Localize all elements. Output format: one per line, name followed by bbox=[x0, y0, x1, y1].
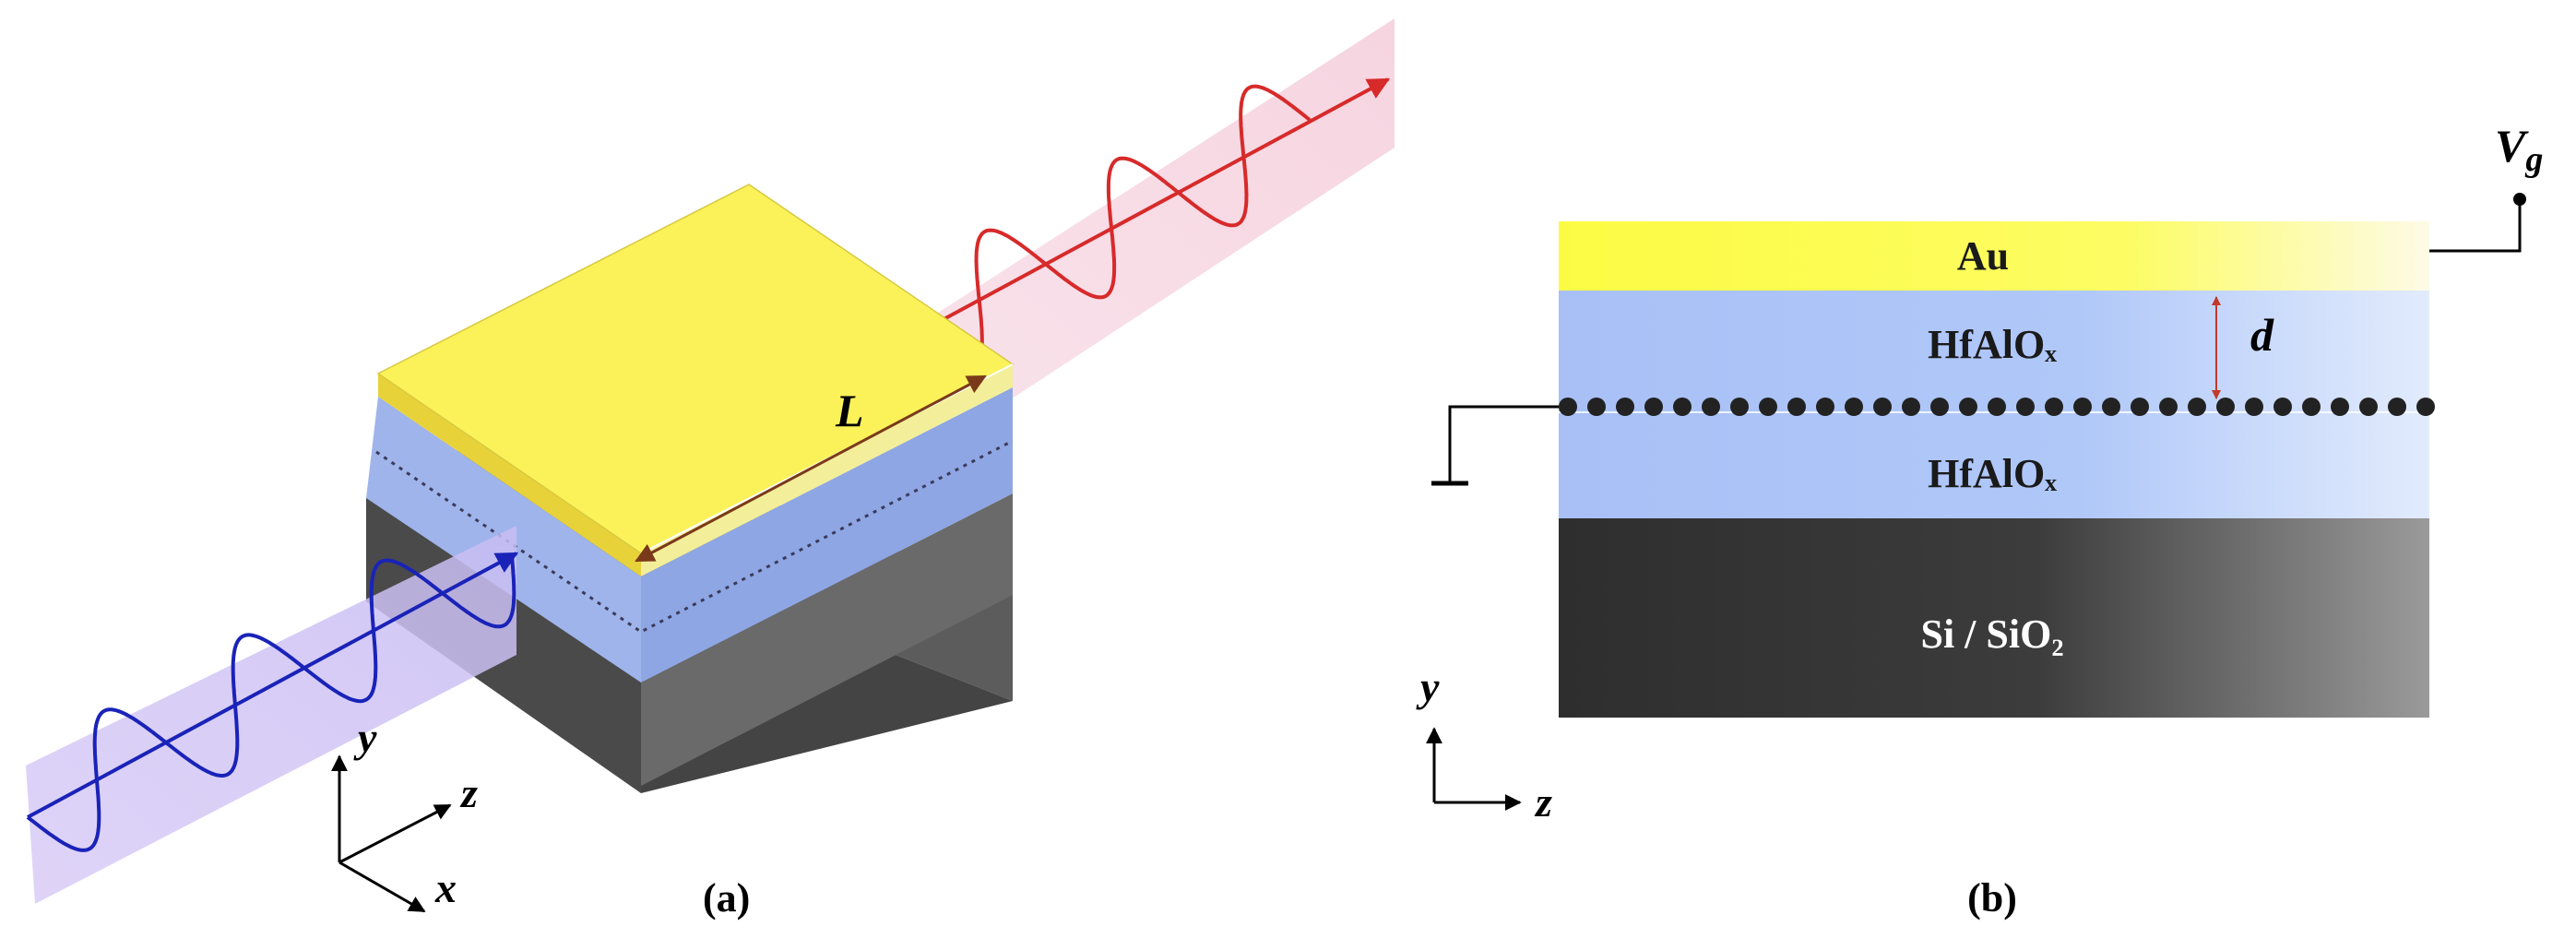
axis-y-label-a: y bbox=[353, 714, 377, 761]
input-arrow bbox=[27, 552, 519, 819]
substrate-right-face bbox=[641, 493, 1013, 786]
panel-b-caption: (b) bbox=[1967, 875, 2017, 920]
input-wave bbox=[26, 555, 516, 852]
top-dielectric-label: HfAlOₓ bbox=[1928, 322, 2057, 367]
graphene-atom bbox=[1959, 398, 1977, 416]
graphene-atom bbox=[2131, 398, 2149, 416]
bottom-dielectric-layer bbox=[1559, 407, 2429, 518]
graphene-atom bbox=[2016, 398, 2035, 416]
gate-voltage-terminal: Vg bbox=[2429, 120, 2543, 253]
graphene-atom bbox=[2102, 398, 2120, 416]
graphene-atom bbox=[1902, 398, 1920, 416]
bottom-dielectric-label: HfAlOₓ bbox=[1928, 451, 2057, 496]
graphene-atom bbox=[2388, 398, 2406, 416]
top-dielectric-layer bbox=[1559, 291, 2429, 407]
panel-a-caption: (a) bbox=[703, 875, 750, 920]
distance-label: d bbox=[2250, 309, 2274, 361]
substrate-layer bbox=[1559, 518, 2429, 718]
length-arrow bbox=[635, 374, 987, 563]
axis-z-label-a: z bbox=[459, 769, 478, 816]
gold-layer-label: Au bbox=[1957, 233, 2009, 279]
graphene-atom bbox=[2159, 398, 2178, 416]
graphene-atom bbox=[1616, 398, 1634, 416]
graphene-atom bbox=[2245, 398, 2263, 416]
ground-terminal bbox=[1431, 405, 1559, 486]
graphene-atom bbox=[2416, 398, 2435, 416]
graphene-atom bbox=[1988, 398, 2006, 416]
graphene-atom bbox=[1559, 398, 1577, 416]
panel-a-axes: y z x bbox=[331, 714, 478, 913]
graphene-sheet bbox=[1559, 398, 2435, 416]
gold-layer bbox=[1559, 221, 2429, 291]
graphene-atom bbox=[1644, 398, 1663, 416]
substrate-label: Si / SiO₂ bbox=[1920, 612, 2063, 657]
graphene-atom bbox=[1816, 398, 1834, 416]
graphene-atom bbox=[1730, 398, 1749, 416]
graphene-atom bbox=[1787, 398, 1806, 416]
output-beam bbox=[922, 18, 1395, 415]
graphene-atom bbox=[1759, 398, 1777, 416]
graphene-atom bbox=[1930, 398, 1949, 416]
graphene-atom bbox=[2073, 398, 2092, 416]
graphene-atom bbox=[1673, 398, 1692, 416]
axis-z-label-b: z bbox=[1534, 778, 1552, 825]
output-arrow bbox=[912, 77, 1391, 338]
graphene-atom bbox=[1845, 398, 1863, 416]
graphene-atom bbox=[2188, 398, 2206, 416]
length-label: L bbox=[835, 385, 864, 436]
panel-b-cross-section: Au HfAlOₓ HfAlOₓ Si / SiO₂ d Vg y z (b) bbox=[1416, 120, 2543, 920]
graphene-atom bbox=[2045, 398, 2063, 416]
panel-b-axes: y z bbox=[1416, 663, 1552, 825]
gold-left-face bbox=[378, 374, 641, 576]
graphene-atom bbox=[1587, 398, 1606, 416]
axis-x-label-a: x bbox=[434, 864, 457, 911]
graphene-atom bbox=[2302, 398, 2321, 416]
axis-y-label-b: y bbox=[1416, 663, 1440, 710]
graphene-atom bbox=[1873, 398, 1892, 416]
graphene-atom bbox=[2216, 398, 2235, 416]
graphene-atom bbox=[2359, 398, 2378, 416]
graphene-atom bbox=[1702, 398, 1720, 416]
graphene-atom bbox=[2273, 398, 2292, 416]
graphene-atom bbox=[2331, 398, 2349, 416]
gate-voltage-label: Vg bbox=[2495, 120, 2543, 179]
device-block bbox=[366, 184, 1015, 793]
panel-a-3d-device: L y z x (a) bbox=[26, 18, 1395, 920]
